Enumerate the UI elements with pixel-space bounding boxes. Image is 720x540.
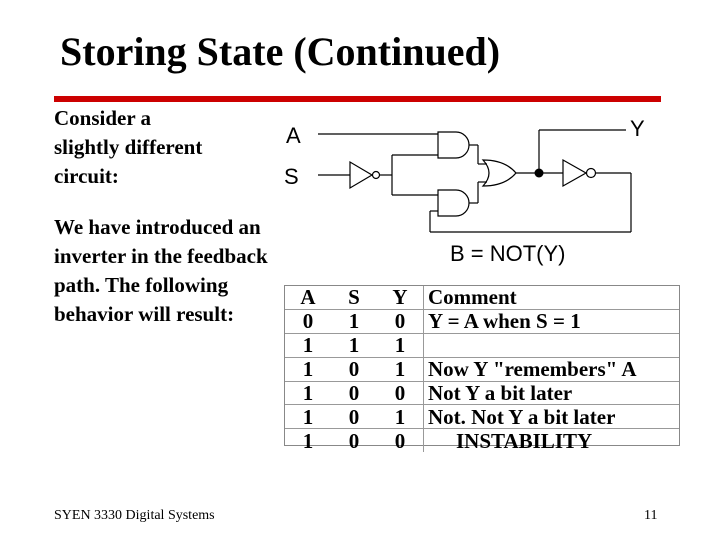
behavior-table: A S Y Comment 0 1 0 Y = A when S = 1 1 1… — [284, 285, 680, 453]
or-gate — [481, 159, 517, 187]
cell-s: 0 — [331, 404, 377, 430]
s-inverter-bubble — [371, 170, 381, 180]
s-inverter-body — [349, 160, 374, 190]
title-rule — [54, 96, 661, 102]
cell-comment: Y = A when S = 1 — [423, 309, 679, 334]
cell-a: 1 — [285, 333, 331, 358]
feedback-inverter-body — [562, 158, 588, 188]
cell-s: 0 — [348, 428, 360, 453]
page-number: 11 — [644, 508, 658, 523]
cell-comment: Not Y a bit later — [423, 381, 679, 406]
explanation-text: We have introduced an inverter in the fe… — [54, 215, 268, 326]
cell-comment: Not. Not Y a bit later — [423, 404, 679, 430]
cell-a: 1 — [285, 381, 331, 406]
cell-s: 1 — [331, 309, 377, 334]
table-header-row: A S Y Comment — [285, 286, 679, 310]
cell-y: 0 — [377, 309, 424, 334]
cell-a: 1 — [302, 428, 314, 453]
cell-y: 0 — [377, 381, 424, 406]
cell-a: 1 — [285, 357, 331, 382]
table-row: 1 0 0 INSTABILITY — [285, 428, 679, 453]
cell-s: 0 — [331, 357, 377, 382]
intro-text: Consider a slightly different circuit: — [54, 106, 203, 188]
cell-s: 1 — [331, 333, 377, 358]
cell-s: 0 — [331, 381, 377, 406]
cell-y: 1 — [377, 333, 424, 358]
table-row: 0 1 0 Y = A when S = 1 — [285, 309, 679, 334]
feedback-inverter-bubble — [585, 167, 597, 179]
circuit-diagram: A S Y B = NOT(Y) — [284, 116, 645, 266]
table-row: 1 0 1 Not. Not Y a bit later — [285, 404, 679, 430]
cell-y: 1 — [377, 404, 424, 430]
cell-comment: Now Y "remembers" A — [423, 357, 679, 382]
footer-course: SYEN 3330 Digital Systems — [54, 508, 215, 523]
cell-comment: INSTABILITY — [456, 428, 593, 453]
cell-y: 0 — [377, 428, 424, 453]
header-a: A — [285, 286, 331, 310]
table-row: 1 1 1 — [285, 333, 679, 358]
cell-a: 1 — [285, 404, 331, 430]
cell-a: 0 — [285, 309, 331, 334]
header-y: Y — [377, 286, 424, 310]
label-y: Y — [630, 116, 645, 141]
label-b: B = NOT(Y) — [450, 241, 566, 266]
slide-title: Storing State (Continued) — [60, 29, 501, 74]
label-s: S — [284, 164, 299, 189]
cell-comment — [423, 333, 679, 358]
label-a: A — [286, 123, 301, 148]
cell-y: 1 — [377, 357, 424, 382]
header-s: S — [331, 286, 377, 310]
lower-and-gate — [437, 189, 470, 217]
header-comment: Comment — [423, 286, 679, 310]
upper-and-gate — [437, 131, 470, 159]
table-row: 1 0 0 Not Y a bit later — [285, 381, 679, 406]
table-row: 1 0 1 Now Y "remembers" A — [285, 357, 679, 382]
junction-dot — [534, 168, 544, 178]
